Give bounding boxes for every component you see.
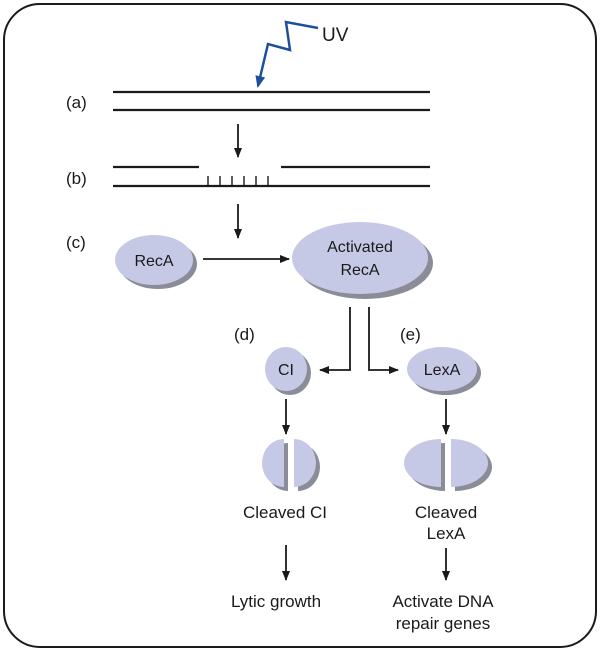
ci-protein: CI	[265, 347, 311, 395]
activated-reca-label-line2: RecA	[340, 262, 379, 279]
reca-protein: RecA	[115, 235, 197, 289]
cleaved-lexa-label-line2: LexA	[427, 524, 466, 543]
activated-reca-label-line1: Activated	[327, 239, 393, 256]
uv-label: UV	[322, 25, 349, 46]
diagram-frame	[3, 3, 597, 648]
cleaved-ci-label: Cleaved CI	[243, 503, 327, 522]
cleaved-lexa-protein	[404, 439, 492, 491]
lexa-label: LexA	[424, 362, 461, 379]
reca-label: RecA	[134, 253, 173, 270]
activate-dna-label-line2: repair genes	[396, 614, 491, 633]
cleaved-lexa-label-line1: Cleaved	[415, 503, 477, 522]
step-label-a: (a)	[66, 93, 87, 112]
connector-to-lexa	[368, 307, 399, 374]
intact-dna	[113, 90, 430, 112]
activated-reca-protein: Activated RecA	[292, 222, 433, 299]
ci-label: CI	[278, 362, 294, 379]
activate-dna-label-line1: Activate DNA	[392, 592, 494, 611]
lexa-protein: LexA	[407, 347, 481, 395]
step-label-b: (b)	[66, 169, 87, 188]
step-label-d: (d)	[234, 325, 255, 344]
damaged-dna	[113, 165, 430, 188]
step-label-e: (e)	[400, 325, 421, 344]
connector-to-ci	[319, 307, 351, 374]
step-label-c: (c)	[66, 233, 86, 252]
uv-lightning-icon	[255, 20, 319, 88]
lytic-growth-label: Lytic growth	[231, 592, 321, 611]
cleaved-ci-protein	[262, 439, 320, 491]
